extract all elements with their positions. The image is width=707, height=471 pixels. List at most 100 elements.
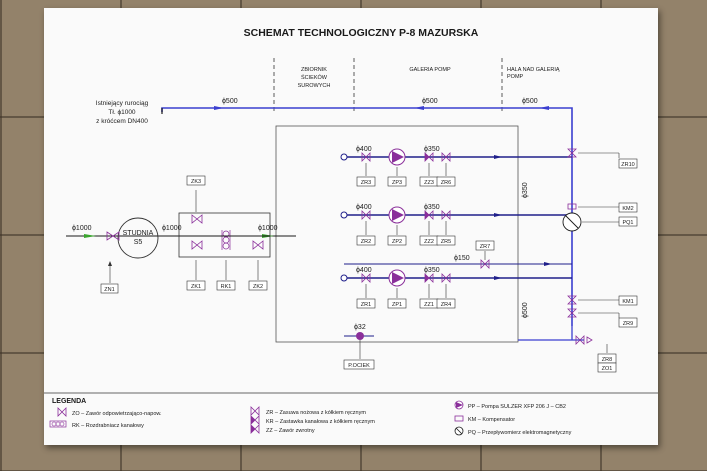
pump-tag-boxes [356, 176, 495, 309]
well-s5 [117, 217, 159, 259]
legend-rk-icon [49, 420, 67, 428]
flow-arrow-top-1 [214, 106, 224, 110]
schematic-board: SCHEMAT TECHNOLOGICZNY P-8 MAZURSKA ZBIO… [44, 8, 658, 445]
tag-zp3: ZP3 [392, 180, 402, 186]
tag-zr1: ZR1 [361, 302, 371, 308]
tag-zk2-box [248, 280, 268, 291]
pump-row-2 [340, 206, 572, 224]
tag-zr3: ZR3 [361, 180, 371, 186]
legend-kr-icon [250, 415, 260, 425]
section-zbiornik-2: ŚCIEKÓW [301, 73, 328, 81]
tag-zk2: ZK2 [253, 284, 263, 290]
existing-pipe-label-3: z króćcem DN400 [96, 118, 148, 125]
legend-item-kr: KR – Zastawka kanałowa z kółkiem ręcznym [266, 419, 375, 425]
kr-gate-icon [191, 214, 203, 224]
dim-pump-in-1: ϕ400 [356, 267, 372, 274]
tag-zk1-box [186, 280, 206, 291]
dim-well-out: ϕ1000 [162, 225, 182, 232]
dim-drain: ϕ32 [354, 324, 366, 331]
legend-pp-icon [454, 400, 464, 410]
pump-row-3 [340, 148, 572, 166]
legend-km-icon [454, 415, 464, 422]
legend-zo-icon [57, 407, 67, 417]
section-zbiornik-3: SUROWYCH [298, 83, 331, 89]
tag-zr9: ZR9 [623, 321, 633, 327]
flow-arrow-top-2 [414, 106, 424, 110]
legend-pq-icon [454, 426, 464, 436]
tag-zr8: ZR8 [602, 357, 612, 363]
zr8-valve-icon [575, 335, 593, 345]
legend-item-pq: PQ – Przepływomierz elektromagnetyczny [468, 430, 572, 436]
raw-sewage-tank [178, 212, 271, 258]
tag-zn1-box [100, 283, 119, 294]
section-hala-2: POMP [507, 74, 524, 80]
dim-pump-out-3: ϕ350 [424, 146, 440, 153]
tag-rk1-box [216, 280, 236, 291]
hala-tag-leaders [578, 152, 620, 353]
pump-tag-leaders [365, 163, 486, 298]
legend-item-zz: ZZ – Zawór zwrotny [266, 428, 315, 434]
tag-zp1: ZP1 [392, 302, 402, 308]
hala-tag-boxes [597, 158, 638, 373]
tag-zo1: ZO1 [602, 366, 613, 372]
section-hala-1: HALA NAD GALERIĄ [507, 67, 560, 73]
legend-item-zr: ZR – Zasuwa nożowa z kółkiem ręcznym [266, 410, 366, 416]
flow-arrow-inlet [84, 234, 96, 238]
well-label-2: S5 [134, 239, 143, 246]
schematic-diagram: SCHEMAT TECHNOLOGICZNY P-8 MAZURSKA ZBIO… [44, 27, 658, 436]
rk-grinder-icon [221, 230, 231, 250]
flow-arrow-top-3 [539, 106, 549, 110]
tag-zk3: ZK3 [191, 179, 201, 185]
kr-gate-icon-left [191, 240, 203, 250]
legend-item-km: KM – Kompensator [468, 417, 515, 423]
pump-row-1 [340, 269, 572, 287]
tag-pociek-box [343, 359, 375, 370]
tag-zr4: ZR4 [441, 302, 451, 308]
kr-gate-icon-right [252, 240, 264, 250]
dim-pump-out-1: ϕ350 [424, 267, 440, 274]
tag-zz3: ZZ3 [424, 180, 434, 186]
tag-km1: KM1 [622, 299, 633, 305]
legend-item-pp: PP – Pompa SULZER XFP 206 J – CB2 [468, 404, 566, 410]
tag-zr10: ZR10 [621, 162, 634, 168]
tag-zz2: ZZ2 [424, 239, 434, 245]
dim-top-mid: ϕ500 [422, 98, 438, 105]
tag-zk3-box [186, 175, 206, 186]
zo-valve-icon [106, 231, 120, 241]
hala-valves [567, 148, 577, 318]
tag-rk1: RK1 [221, 284, 232, 290]
dim-pump-out-2: ϕ350 [424, 204, 440, 211]
tag-zp2: ZP2 [392, 239, 402, 245]
tag-zr7: ZR7 [480, 244, 490, 250]
tag-zr6: ZR6 [441, 180, 451, 186]
bypass-pipe [344, 259, 572, 269]
pump-gallery-frame [275, 125, 519, 343]
tag-zz1: ZZ1 [424, 302, 434, 308]
dim-top-right: ϕ500 [522, 98, 538, 105]
tag-zr2: ZR2 [361, 239, 371, 245]
legend-item-rk: RK – Rozdrabniacz kanałowy [72, 423, 144, 429]
tag-km2: KM2 [622, 206, 633, 212]
flowmeter-icon [562, 203, 582, 232]
well-label-1: STUDNIA [123, 230, 154, 237]
tag-zk1: ZK1 [191, 284, 201, 290]
existing-pipe-label-2: Tł. ϕ1000 [108, 109, 136, 116]
existing-pipe-label-1: Istniejący rurociąg [96, 100, 149, 107]
discharge-pipe-main [161, 107, 573, 326]
tag-pq1: PQ1 [622, 220, 633, 226]
dim-pump-in-2: ϕ400 [356, 204, 372, 211]
dim-tank-out: ϕ1000 [258, 225, 278, 232]
section-galeria: GALERIA POMP [409, 67, 451, 73]
diagram-title: SCHEMAT TECHNOLOGICZNY P-8 MAZURSKA [244, 27, 479, 39]
legend-item-zo: ZO – Zawór odpowietrzająco-napow. [72, 411, 162, 417]
dim-vertical-lower: ϕ500 [522, 302, 529, 318]
dim-pump-in-3: ϕ400 [356, 146, 372, 153]
leader-arrow-zn1 [108, 261, 112, 266]
legend-title: LEGENDA [52, 398, 86, 405]
tag-zn1: ZN1 [104, 287, 114, 293]
drain-pump-icon [356, 332, 364, 340]
legend-zz-icon [250, 424, 260, 434]
tag-pociek: P.OCIEK [348, 363, 370, 369]
section-zbiornik-1: ZBIORNIK [301, 67, 327, 73]
dim-top-left: ϕ500 [222, 98, 238, 105]
